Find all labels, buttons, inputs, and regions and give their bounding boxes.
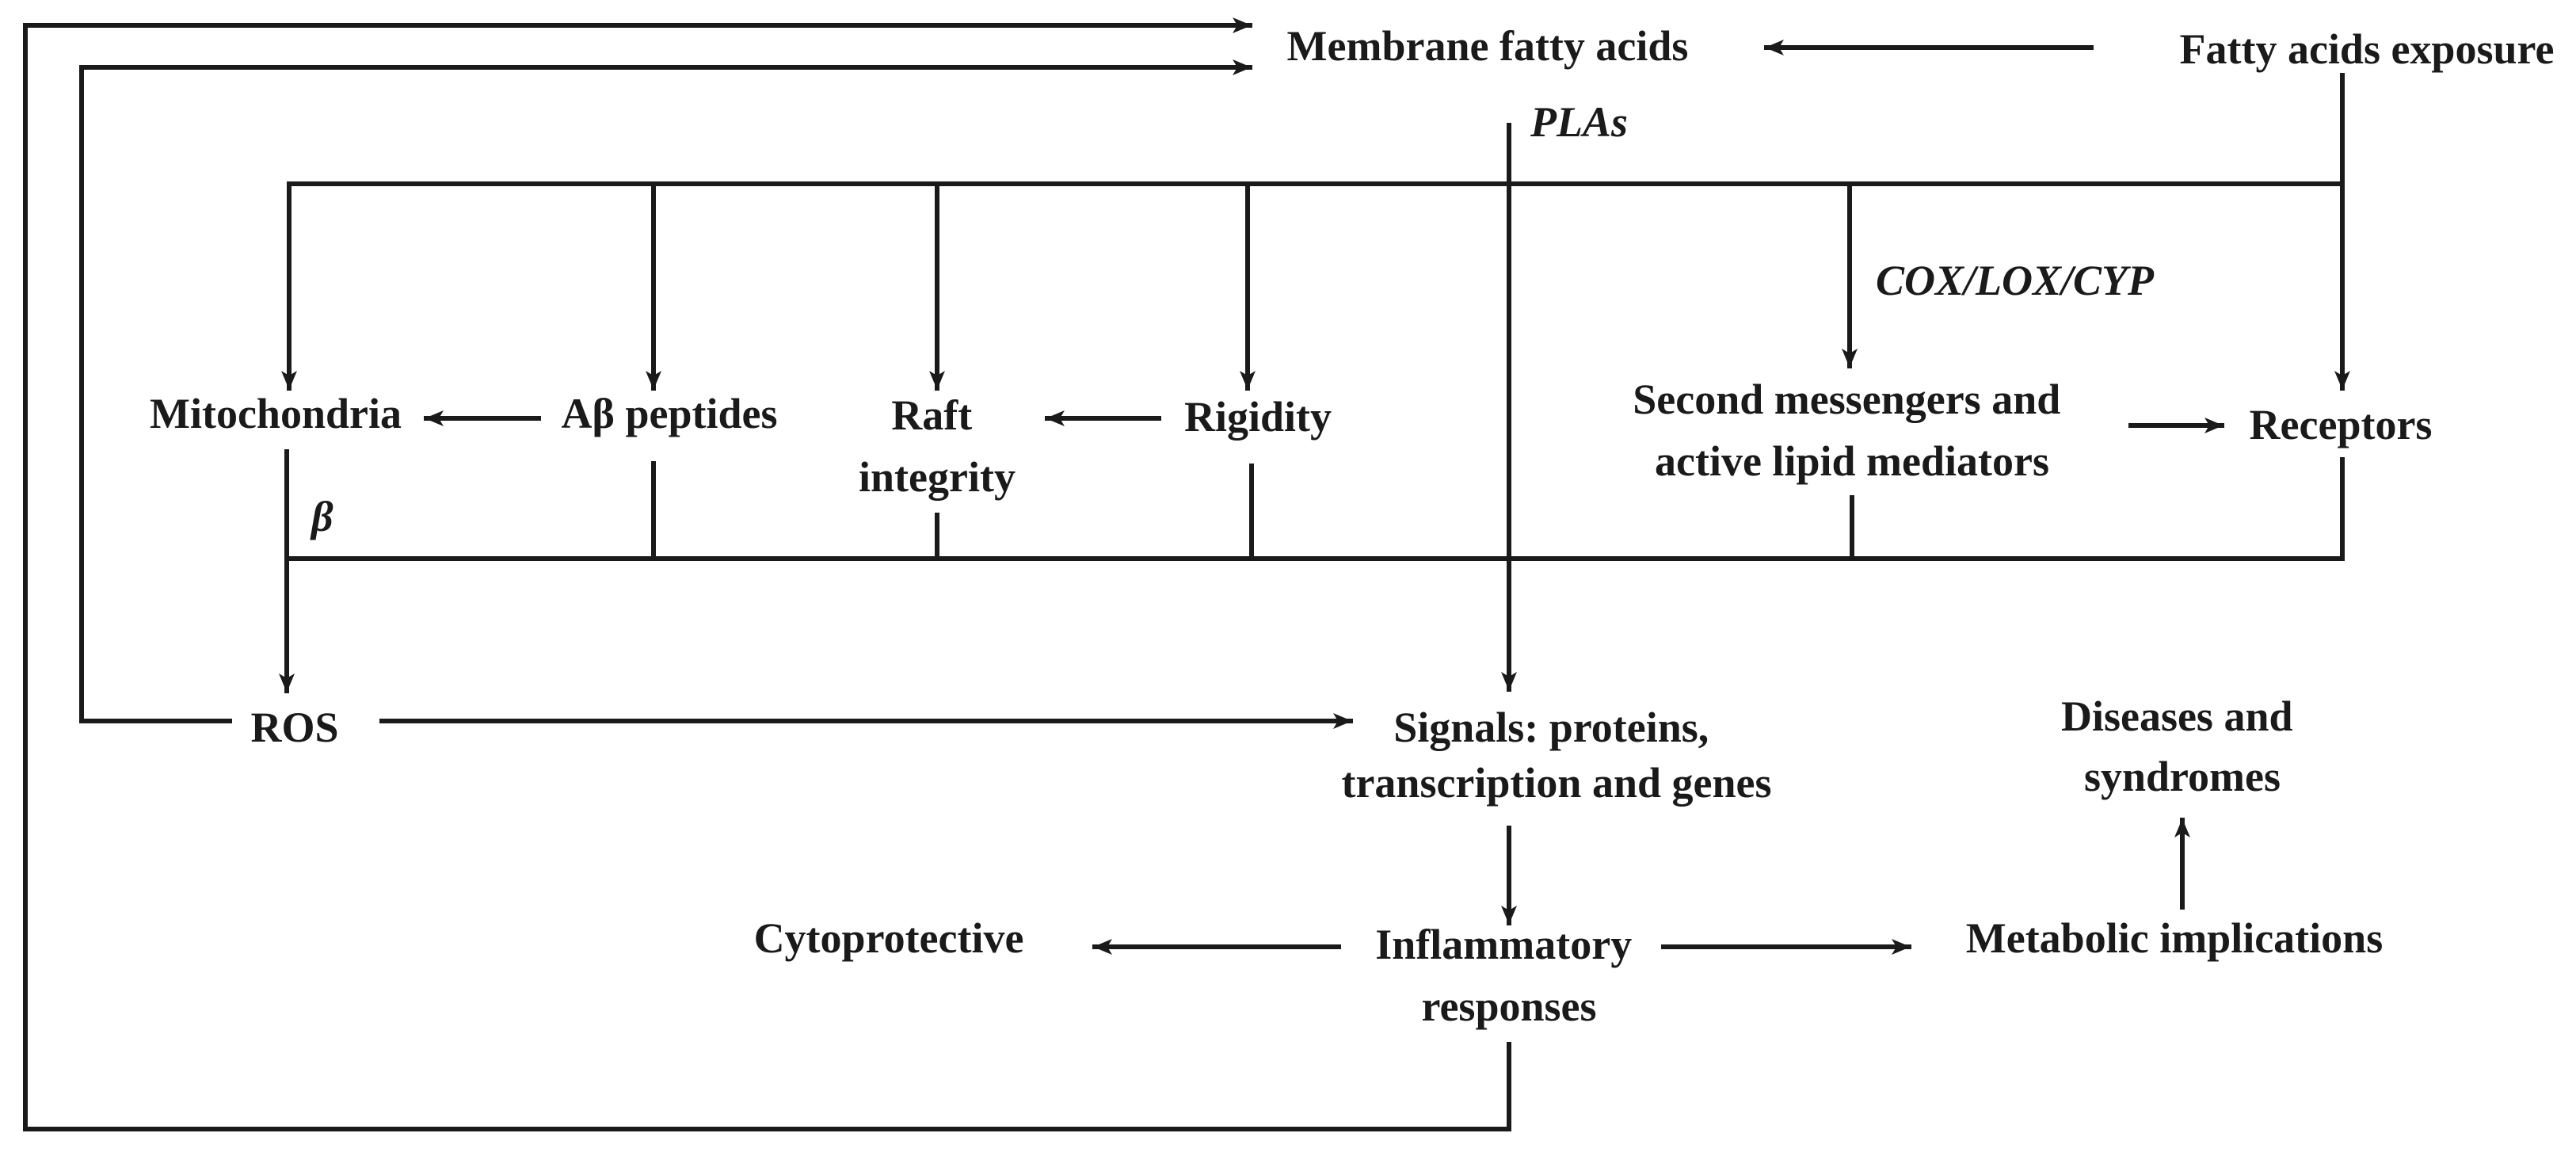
label-rigidity: Rigidity	[1184, 393, 1332, 441]
label-ros: ROS	[250, 704, 338, 751]
connectors	[23, 17, 2350, 1131]
label-cytoprotective: Cytoprotective	[754, 914, 1024, 962]
feedback-loop-ros-to-membrane	[79, 59, 1252, 723]
label-inflammatory-line2: responses	[1421, 982, 1596, 1030]
label-signals: Signals: proteins, transcription and gen…	[1341, 704, 1771, 807]
label-membrane-fatty-acids: Membrane fatty acids	[1287, 22, 1689, 70]
label-second-messengers: Second messengers and active lipid media…	[1633, 376, 2071, 485]
label-mitochondria: Mitochondria	[150, 390, 402, 437]
labels: Membrane fatty acids Fatty acids exposur…	[150, 22, 2554, 1030]
label-plas: PLAs	[1530, 98, 1628, 146]
label-raft-integrity: Raft integrity	[859, 391, 1016, 501]
label-inflammatory-line1: Inflammatory	[1375, 921, 1632, 968]
label-signals-line2: transcription and genes	[1341, 759, 1771, 807]
label-second-messengers-line1: Second messengers and	[1633, 376, 2060, 423]
label-diseases-line1: Diseases and	[2061, 692, 2293, 740]
label-receptors: Receptors	[2250, 401, 2433, 448]
label-raft-integrity-line2: integrity	[859, 453, 1016, 501]
label-cox-lox-cyp: COX/LOX/CYP	[1876, 257, 2155, 304]
label-inflammatory: Inflammatory responses	[1375, 921, 1642, 1030]
label-abeta-peptides: Aβ peptides	[562, 390, 778, 437]
label-fatty-acids-exposure: Fatty acids exposure	[2180, 25, 2555, 73]
label-signals-line1: Signals: proteins,	[1393, 704, 1709, 751]
label-diseases-line2: syndromes	[2084, 753, 2281, 800]
label-raft-integrity-line1: Raft	[891, 391, 972, 439]
label-diseases: Diseases and syndromes	[2061, 692, 2304, 800]
feedback-loop-inflammatory-to-membrane	[23, 17, 1511, 1131]
label-beta: β	[310, 493, 333, 540]
label-second-messengers-line2: active lipid mediators	[1655, 437, 2049, 485]
label-metabolic: Metabolic implications	[1966, 914, 2383, 962]
